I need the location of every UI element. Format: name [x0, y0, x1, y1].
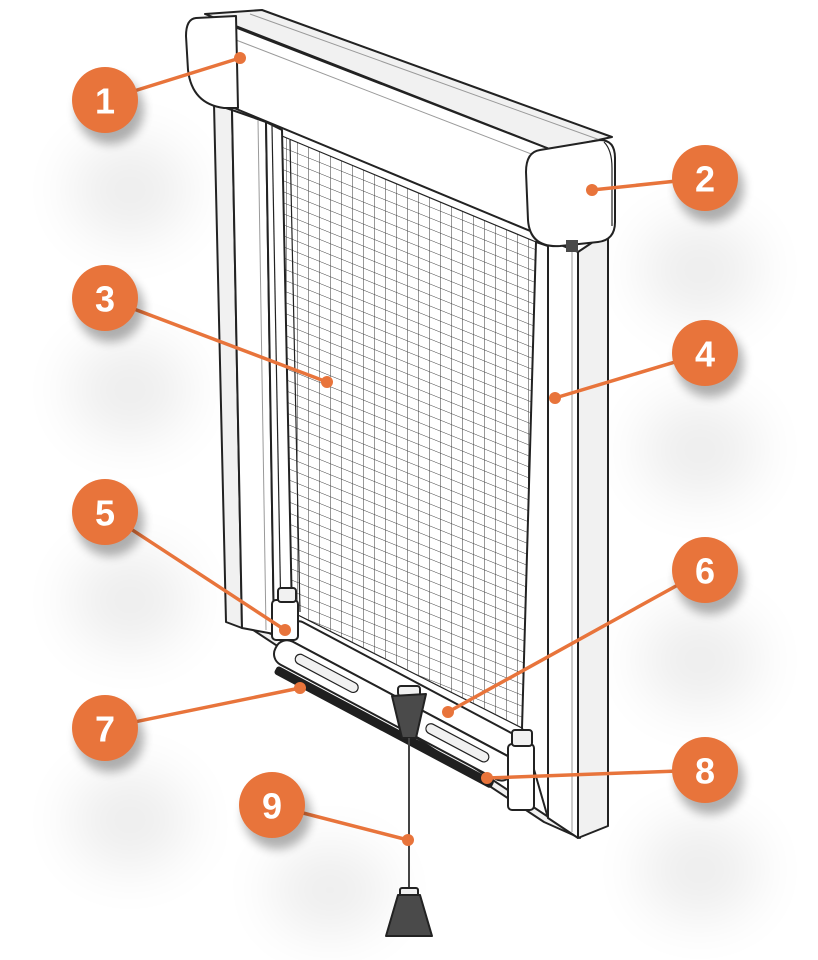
- mesh: [281, 135, 537, 729]
- shadow-blob: [640, 820, 760, 920]
- callout-badge: [72, 265, 138, 331]
- callout-5: 5: [72, 479, 291, 636]
- right-clip-knob: [511, 729, 533, 747]
- callout-2: 2: [586, 145, 744, 222]
- shadow-blob: [270, 845, 390, 935]
- right-clip: [507, 729, 535, 811]
- callout-number: 4: [695, 334, 715, 375]
- callout-number: 2: [695, 159, 715, 200]
- bottom-rod: [274, 666, 494, 788]
- shadow-blob: [70, 140, 190, 240]
- leader-dot: [586, 184, 598, 196]
- shadow-blob: [70, 770, 190, 870]
- background-shading: [70, 140, 760, 935]
- callout-number: 9: [262, 786, 282, 827]
- callout-badge: [239, 772, 305, 838]
- cord-weight: [385, 887, 433, 937]
- right-rail-side-face: [577, 231, 609, 839]
- mesh-grid: [282, 136, 536, 728]
- mesh-edge-line: [289, 139, 301, 613]
- callout-badge: [72, 695, 138, 761]
- callout-number: 1: [95, 81, 115, 122]
- left-clip-knob: [277, 587, 297, 603]
- cassette-top-line: [249, 13, 601, 141]
- leader-dot: [442, 706, 454, 718]
- callout-badge: [72, 479, 138, 545]
- shadow-blob: [640, 400, 760, 500]
- shadow-blob: [70, 550, 190, 650]
- leader-dot: [279, 624, 291, 636]
- callout-badge: [672, 145, 738, 211]
- handle-bar-slot: [425, 723, 490, 763]
- cord-weight-body: [385, 894, 433, 937]
- leader-dot: [481, 772, 493, 784]
- callout-number: 8: [695, 751, 715, 792]
- callout-number: 7: [95, 709, 115, 750]
- leader-dot: [294, 682, 306, 694]
- shadow-blob: [640, 610, 760, 710]
- pull-handle-body: [391, 693, 427, 739]
- callout-3: 3: [72, 265, 333, 388]
- callout-badge: [72, 67, 138, 133]
- leader-line: [485, 768, 707, 780]
- leader-dot: [549, 392, 561, 404]
- callout-9: 9: [239, 772, 414, 849]
- right-rail-front-face: [547, 239, 579, 839]
- callout-badge: [672, 737, 738, 803]
- callout-number: 5: [95, 493, 115, 534]
- callout-number: 3: [95, 279, 115, 320]
- cassette-right-end-cap: [525, 139, 616, 248]
- shadow-blob: [640, 220, 760, 320]
- callout-badge: [672, 537, 738, 603]
- left-rail-groove: [271, 125, 282, 621]
- callout-badge: [672, 320, 738, 386]
- callout-8: 8: [481, 737, 744, 814]
- leader-dot: [321, 376, 333, 388]
- callout-7: 7: [72, 682, 306, 772]
- pull-handle: [391, 685, 427, 739]
- cassette: [185, 9, 616, 252]
- cassette-highlight-line: [235, 39, 553, 163]
- right-end-cap-edge: [603, 141, 613, 226]
- left-rail-edge-line: [257, 119, 267, 631]
- shadow-blob: [70, 340, 190, 440]
- leader-dot: [234, 52, 246, 64]
- callout-number: 6: [695, 551, 715, 592]
- left-guide-rail: [213, 103, 293, 635]
- cassette-bracket: [566, 240, 578, 252]
- cassette-left-end-cap: [185, 15, 239, 109]
- leader-dot: [402, 834, 414, 846]
- callout-4: 4: [549, 320, 744, 404]
- handle-bar-slot: [294, 653, 359, 694]
- callout-1: 1: [72, 52, 246, 144]
- leader-line: [446, 568, 707, 714]
- callout-6: 6: [442, 537, 744, 718]
